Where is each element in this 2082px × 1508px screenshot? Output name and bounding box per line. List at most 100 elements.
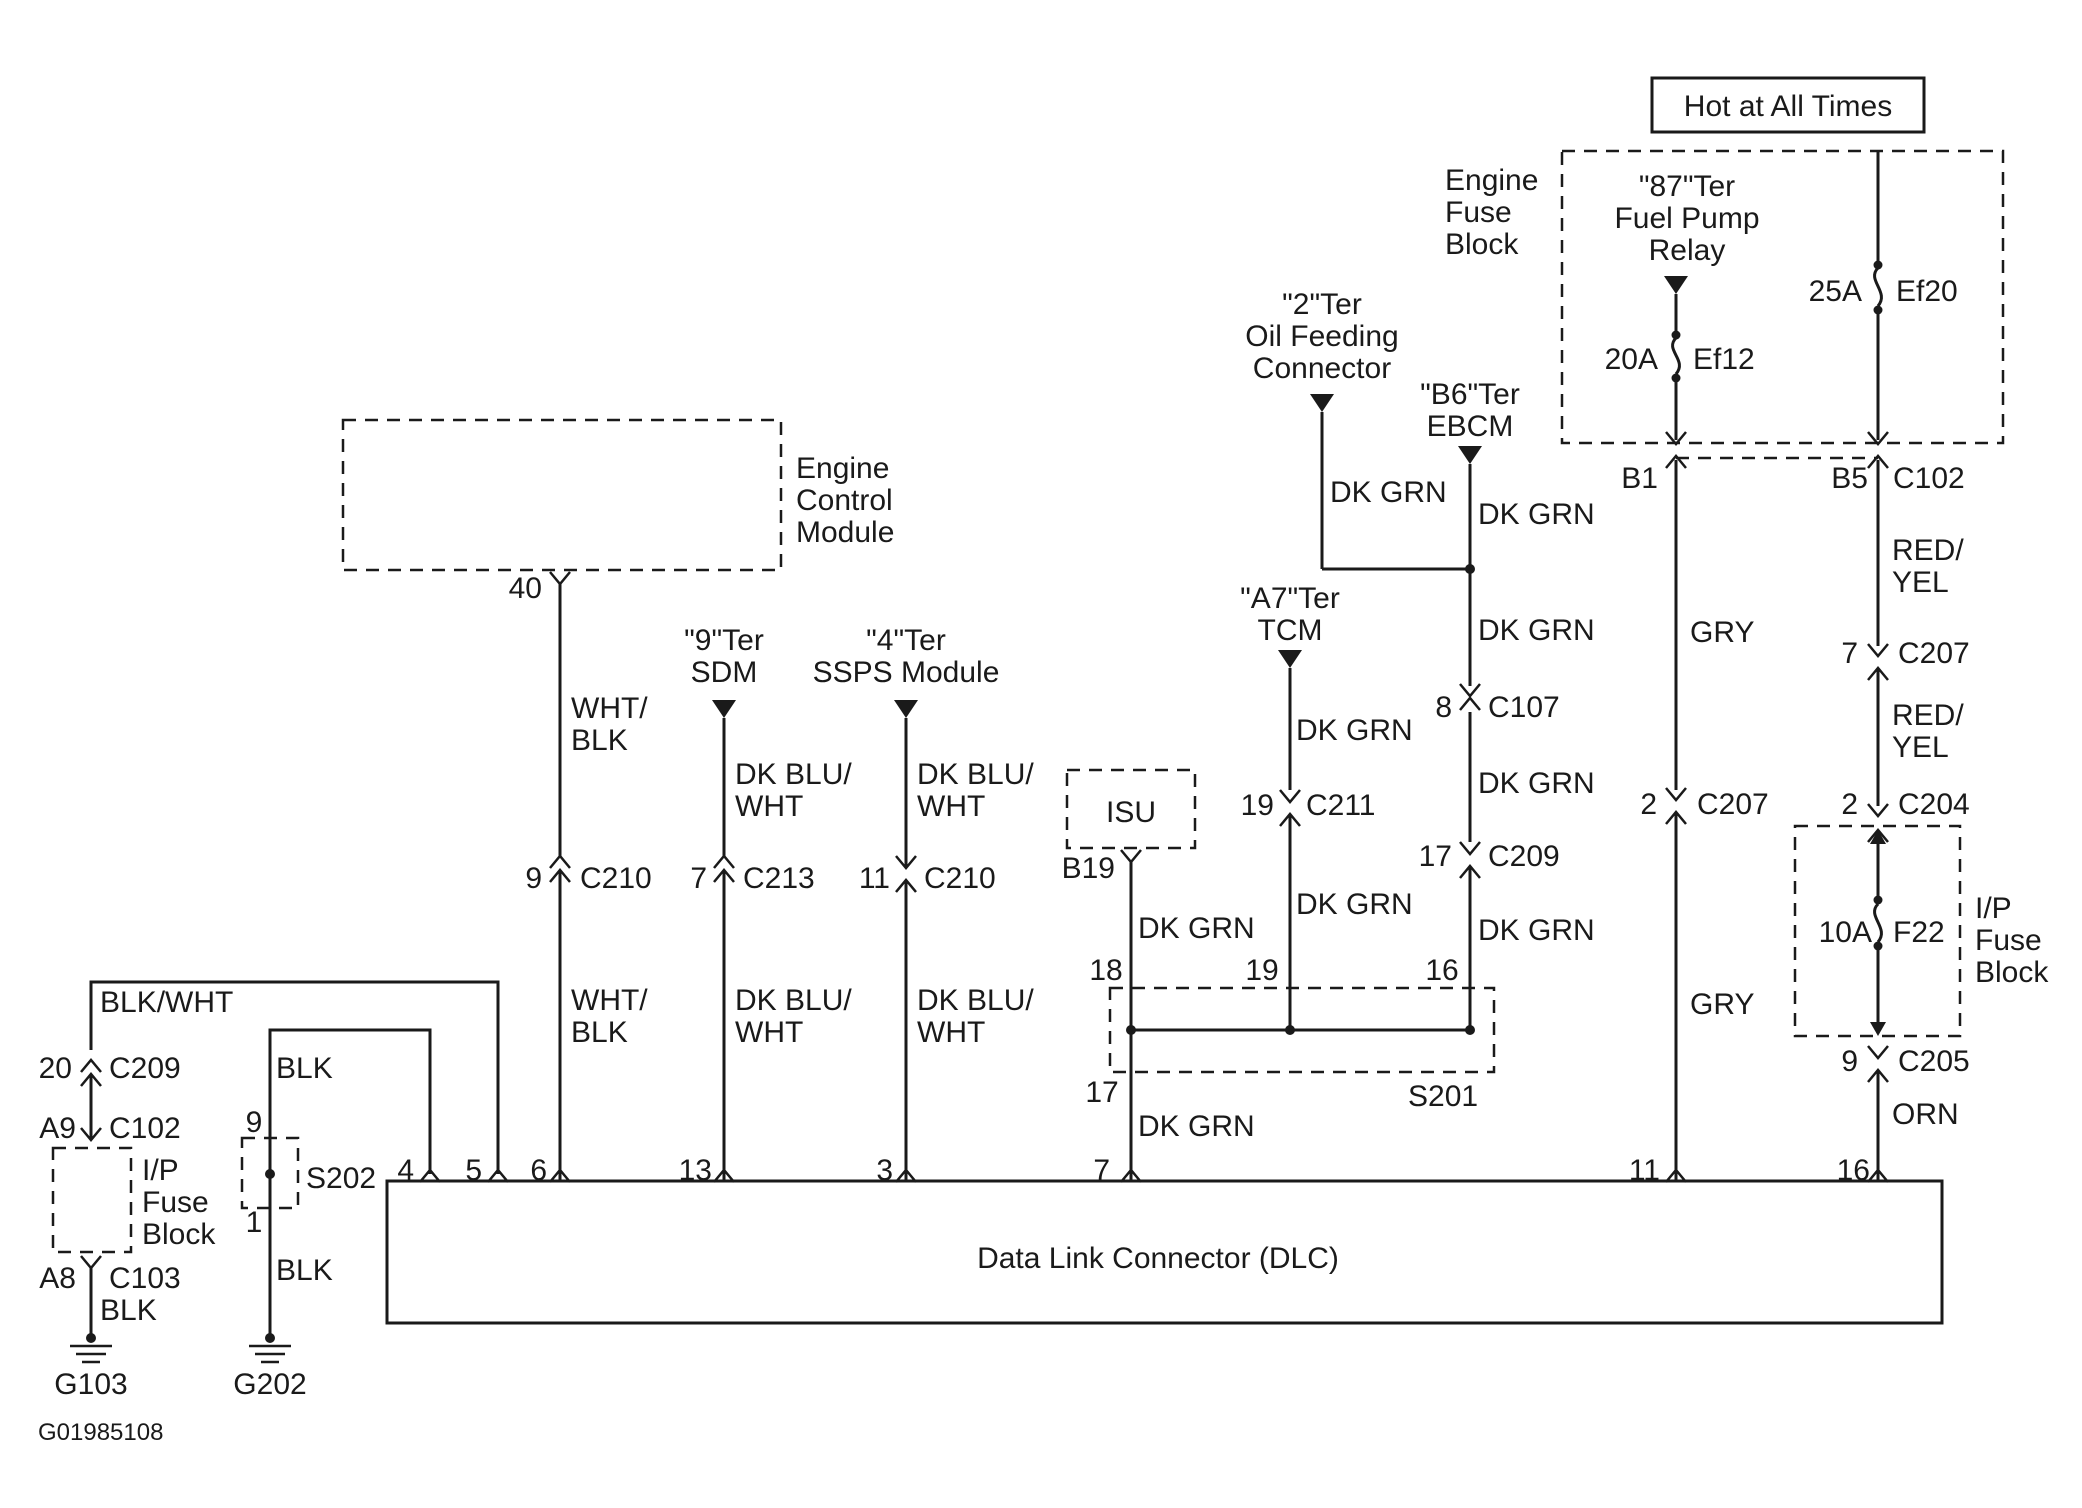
c213-pin: 7: [690, 862, 707, 895]
ebcm-splice-dot: [1465, 564, 1475, 574]
c209-ebcm-label: C209: [1488, 840, 1560, 873]
g103-wire-label: BLK: [100, 1294, 157, 1327]
c210-wht-blk-label: C210: [580, 862, 652, 895]
hot-at-all-times-label: Hot at All Times: [1684, 90, 1892, 123]
ef12-fuse-icon: [1671, 336, 1681, 375]
c209-ebcm-pin: 17: [1419, 840, 1452, 873]
hot-at-all-times-box: [1650, 76, 1926, 134]
s202-blk-wire-top: [268, 1028, 432, 1174]
dlc-pin-6-terminal: [549, 1168, 571, 1183]
tcm-label-2: TCM: [1258, 614, 1323, 647]
f22-name-label: F22: [1893, 916, 1945, 949]
c204-label: C204: [1898, 788, 1970, 821]
c102-a9-terminal: [80, 1127, 102, 1142]
c210-wht-blk-terminal: [549, 854, 571, 883]
isu-label: ISU: [1106, 796, 1156, 829]
ssps-wire-label-1b: WHT: [917, 790, 985, 823]
orn-wire-label: ORN: [1892, 1098, 1959, 1131]
ip-fuse-block-left-label-1: I/P: [142, 1154, 179, 1187]
c102-b1-pin: B1: [1621, 462, 1658, 495]
dlc-pin-11: 11: [1629, 1154, 1660, 1187]
sdm-label-1: "9"Ter: [684, 624, 764, 657]
c102-b5-pin: B5: [1831, 462, 1868, 495]
oil-feeding-wire-label: DK GRN: [1330, 476, 1447, 509]
red-yel-label-2b: YEL: [1892, 731, 1949, 764]
tcm-terminal-arrow: [1278, 650, 1302, 668]
c102-a9-pin: A9: [39, 1112, 76, 1145]
oil-feeding-terminal-arrow: [1310, 394, 1334, 412]
c107-pin: 8: [1435, 691, 1452, 724]
g202-label: G202: [233, 1368, 306, 1401]
ecm-40-terminal: [549, 571, 571, 586]
s202-pin-1: 1: [246, 1206, 263, 1239]
data-link-connector-box: [385, 1179, 1944, 1325]
s201-dot-ebcm: [1465, 1025, 1475, 1035]
c205-terminal: [1867, 1045, 1889, 1083]
red-yel-label-2a: RED/: [1892, 699, 1964, 732]
c102-label: C102: [1893, 462, 1965, 495]
s202-blk-wire-label-top: BLK: [276, 1052, 333, 1085]
ef20-amp-label: 25A: [1809, 275, 1862, 308]
c102-b1-terminal: [1665, 431, 1687, 469]
dlc-pin-5-terminal: [487, 1168, 509, 1183]
g103-label: G103: [54, 1368, 127, 1401]
ip-fuse-block-left-label-2: Fuse: [142, 1186, 209, 1219]
c211-pin: 19: [1241, 789, 1274, 822]
c210-ssps-terminal: [895, 855, 917, 893]
tcm-wire-label-2: DK GRN: [1296, 888, 1413, 921]
dlc-pin-16-terminal: [1867, 1168, 1889, 1183]
dlc-pin-5: 5: [465, 1154, 482, 1187]
c102-a9-label: C102: [109, 1112, 181, 1145]
ef12-fuse-dot-top: [1671, 330, 1681, 340]
ebcm-terminal-arrow: [1458, 446, 1482, 464]
sdm-label-2: SDM: [691, 656, 758, 689]
ef20-name-label: Ef20: [1896, 275, 1958, 308]
c209-ground-label: C209: [109, 1052, 181, 1085]
ssps-terminal-arrow: [894, 700, 918, 718]
g103-dot: [86, 1333, 96, 1343]
s201-pin-19: 19: [1245, 954, 1278, 987]
wht-blk-label-2a: WHT/: [571, 984, 648, 1017]
c207-gry-terminal: [1665, 787, 1687, 825]
data-link-connector-label: Data Link Connector (DLC): [977, 1242, 1339, 1275]
c207-gry-label: C207: [1697, 788, 1769, 821]
engine-fuse-block-label-1: Engine: [1445, 164, 1538, 197]
s201-outline: [1108, 986, 1496, 1074]
s202-dot: [265, 1169, 275, 1179]
dlc-pin-7-terminal: [1120, 1168, 1142, 1183]
ip-fuse-block-left-label-3: Block: [142, 1218, 216, 1251]
ecm-pin-40: 40: [509, 572, 542, 605]
sdm-wire-label-1b: WHT: [735, 790, 803, 823]
ip-fuse-block-f22-outline: [1793, 824, 1962, 1038]
s202-pin-9: 9: [246, 1106, 263, 1139]
engine-fuse-block-label-3: Block: [1445, 228, 1519, 261]
red-yel-label-1b: YEL: [1892, 566, 1949, 599]
tcm-label-1: "A7"Ter: [1240, 582, 1340, 615]
c207-red-yel-label: C207: [1898, 637, 1970, 670]
ip-fuse-block-f22-label-1: I/P: [1975, 892, 2012, 925]
fuel-pump-relay-terminal-arrow: [1664, 276, 1688, 294]
figure-reference: G01985108: [38, 1419, 163, 1446]
ssps-wire-label-2a: DK BLU/: [917, 984, 1034, 1017]
s202-blk-wire-label-bottom: BLK: [276, 1254, 333, 1287]
c213-label: C213: [743, 862, 815, 895]
sdm-wire-label-2b: WHT: [735, 1016, 803, 1049]
engine-fuse-block-label-2: Fuse: [1445, 196, 1512, 229]
wht-blk-label-2b: BLK: [571, 1016, 628, 1049]
c211-label: C211: [1306, 789, 1376, 822]
gry-wire-label-upper: GRY: [1690, 616, 1754, 649]
ssps-wire-label-2b: WHT: [917, 1016, 985, 1049]
c205-pin: 9: [1841, 1045, 1858, 1078]
oil-feeding-label-1: "2"Ter: [1282, 288, 1362, 321]
c209-ground-terminal: [80, 1058, 102, 1087]
g103-ground-icon: [70, 1344, 112, 1364]
red-yel-label-1a: RED/: [1892, 534, 1964, 567]
dlc-pin-4: 4: [397, 1154, 414, 1187]
blk-wht-wire: [89, 980, 500, 1174]
isu-outline: [1065, 768, 1197, 850]
c103-a8-label: C103: [109, 1262, 181, 1295]
f22-fuse-icon: [1873, 902, 1883, 943]
f22-down-arrow: [1870, 1022, 1886, 1036]
c207-gry-pin: 2: [1640, 788, 1657, 821]
sdm-wire-label-2a: DK BLU/: [735, 984, 852, 1017]
